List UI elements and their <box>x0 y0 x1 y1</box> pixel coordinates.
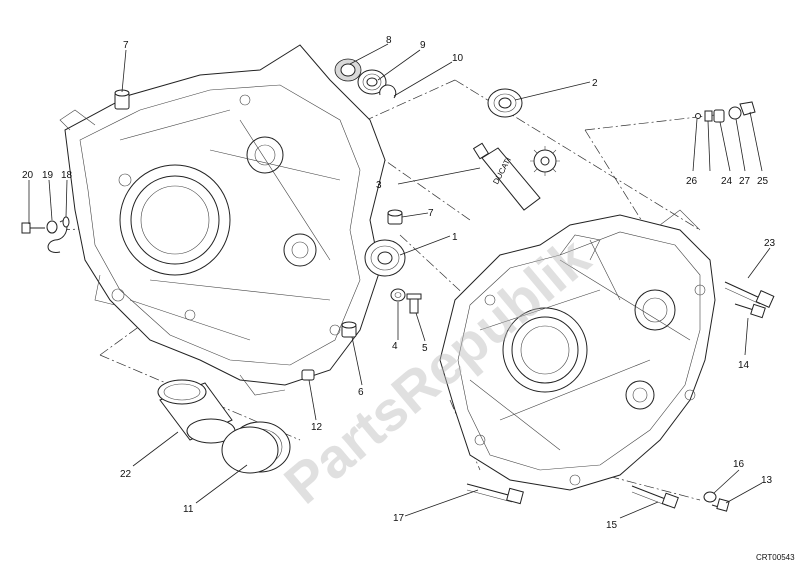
callout-7-mid: 7 <box>428 208 434 219</box>
part-18-20-oil-pipe <box>21 216 70 253</box>
part-11-bearing <box>221 421 291 474</box>
part-10-circlip <box>379 84 397 99</box>
part-21-bushing <box>157 379 236 444</box>
part-9-bearing <box>357 69 387 95</box>
callout-18: 18 <box>61 170 73 181</box>
callout-26: 27 <box>739 176 751 187</box>
callout-3: 3 <box>376 180 382 191</box>
callout-21: 22 <box>120 469 132 480</box>
callout-20: 20 <box>22 170 34 181</box>
part-8-bearing <box>334 58 362 82</box>
gear-icon <box>530 146 560 176</box>
callout-16: 16 <box>733 459 745 470</box>
part-13-screw <box>711 498 730 512</box>
callout-6: 6 <box>358 387 364 398</box>
callout-24: 25 <box>757 176 769 187</box>
callout-8: 8 <box>386 35 392 46</box>
part-4-washer <box>390 288 406 302</box>
callout-4: 4 <box>392 341 398 352</box>
leader-lines <box>28 43 771 519</box>
callout-22: 23 <box>764 238 776 249</box>
part-14-bolt <box>734 303 766 319</box>
callout-23: 24 <box>721 176 733 187</box>
part-23-27-small-parts <box>695 101 756 123</box>
part-1-bearing <box>364 239 406 277</box>
callout-17: 17 <box>393 513 405 524</box>
part-3-sealant-tube: DUCATI <box>472 142 541 211</box>
callout-11: 11 <box>183 504 194 515</box>
callout-labels: 7 8 9 10 2 3 7 1 4 5 6 12 22 11 20 19 18… <box>22 35 776 531</box>
part-7-dowel-top <box>114 89 130 110</box>
part-22-bolt <box>724 281 775 308</box>
part-7-dowel-mid <box>387 209 403 225</box>
callout-13: 13 <box>761 475 773 486</box>
part-12-dowel <box>301 369 315 381</box>
part-17-bolt <box>466 483 524 505</box>
part-15-bolt <box>631 485 679 509</box>
part-5-screw <box>406 293 422 314</box>
callout-12: 12 <box>311 422 323 433</box>
callout-5: 5 <box>422 343 428 354</box>
callout-7-top: 7 <box>123 40 129 51</box>
part-16-washer <box>703 491 717 503</box>
callout-14: 14 <box>738 360 750 371</box>
left-crankcase-half <box>59 44 386 396</box>
callout-25: 26 <box>686 176 698 187</box>
callout-19: 19 <box>42 170 54 181</box>
callout-9: 9 <box>420 40 426 51</box>
reference-code: CRT00543 <box>756 553 795 562</box>
callout-2: 2 <box>592 78 598 89</box>
callout-15: 15 <box>606 520 618 531</box>
callout-1: 1 <box>452 232 458 243</box>
part-6-plug <box>341 321 357 338</box>
callout-10: 10 <box>452 53 464 64</box>
right-crankcase-half <box>439 209 716 491</box>
part-2-bearing <box>487 88 523 118</box>
